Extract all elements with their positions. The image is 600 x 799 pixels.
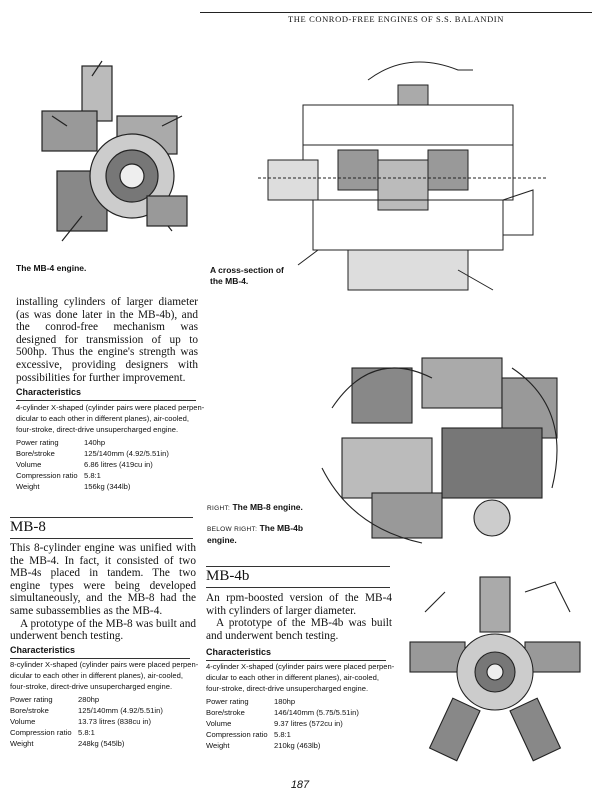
desc-line: dicular to each other in different plane… (10, 671, 183, 680)
mb8-body: This 8-cylinder engine was unified with … (10, 542, 196, 643)
desc-line: dicular to each other in different plane… (16, 414, 189, 423)
spec-row: Weight 248kg (545lb) (10, 738, 163, 749)
mb8-characteristics-title: Characteristics (10, 645, 76, 655)
spec-key: Compression ratio (10, 728, 72, 737)
desc-line: 4-cylinder X-shaped (cylinder pairs were… (16, 403, 205, 412)
mb4b-caption: BELOW RIGHT: The MB-4b engine. (207, 523, 307, 546)
mb4b-caption-prefix: BELOW RIGHT: (207, 526, 258, 533)
spec-row: Volume 9.37 litres (572cu in) (206, 718, 359, 729)
running-header: THE CONROD-FREE ENGINES OF S.S. BALANDIN (288, 14, 504, 24)
mb8-characteristics-rule (10, 658, 190, 659)
spec-value: 125/140mm (4.92/5.51in) (78, 706, 163, 715)
mb4-characteristics-rule (16, 400, 196, 401)
spec-value: 210kg (463lb) (274, 741, 321, 750)
spec-key: Compression ratio (16, 471, 78, 480)
spec-value: 5.8:1 (78, 728, 95, 737)
desc-line: four-stroke, direct-drive unsupercharged… (10, 682, 173, 691)
spec-row: Weight 210kg (463lb) (206, 740, 359, 751)
spec-key: Weight (206, 741, 230, 750)
mb8-spec-table: Power rating 280hp Bore/stroke 125/140mm (… (10, 694, 163, 749)
mb8-caption: RIGHT: The MB-8 engine. (207, 502, 303, 514)
spec-value: 140hp (84, 438, 106, 447)
desc-line: dicular to each other in different plane… (206, 673, 379, 682)
mb4b-spec-table: Power rating 180hp Bore/stroke 146/140mm (… (206, 696, 359, 751)
spec-value: 5.8:1 (84, 471, 101, 480)
mb8-description: 8-cylinder X-shaped (cylinder pairs were… (10, 659, 205, 692)
mb4b-title-rule (206, 587, 390, 588)
spec-key: Compression ratio (206, 730, 268, 739)
spec-key: Power rating (10, 695, 53, 704)
spec-row: Bore/stroke 146/140mm (5.75/5.51in) (206, 707, 359, 718)
spec-value: 13.73 litres (838cu in) (78, 717, 152, 726)
mb8-title: MB-8 (10, 519, 46, 535)
intro-paragraph: installing cylinders of larger diameter … (16, 296, 198, 384)
mb8-caption-prefix: RIGHT: (207, 505, 231, 512)
spec-value: 180hp (274, 697, 296, 706)
spec-row: Volume 13.73 litres (838cu in) (10, 716, 163, 727)
mb8-title-rule (10, 538, 193, 539)
cross-section-image (258, 50, 548, 300)
mb4-caption: The MB-4 engine. (16, 263, 87, 273)
header-rule (200, 12, 592, 13)
mb4-characteristics-title: Characteristics (16, 387, 82, 397)
mb4b-paragraph: An rpm-boosted version of the MB-4 with … (206, 592, 392, 617)
spec-value: 146/140mm (5.75/5.51in) (274, 708, 359, 717)
spec-key: Power rating (16, 438, 59, 447)
spec-row: Weight 156kg (344lb) (16, 481, 169, 492)
spec-key: Volume (16, 460, 42, 469)
intro-text: installing cylinders of larger diameter … (16, 296, 198, 384)
spec-row: Power rating 280hp (10, 694, 163, 705)
mb8-engine-image (312, 348, 580, 550)
mb8-paragraph: A prototype of the MB-8 was built and un… (10, 617, 196, 643)
spec-value: 280hp (78, 695, 100, 704)
spec-key: Bore/stroke (10, 706, 49, 715)
page-number: 187 (290, 779, 310, 791)
mb8-paragraph: This 8-cylinder engine was unified with … (10, 542, 196, 617)
desc-line: four-stroke, direct-drive unsupercharged… (16, 425, 179, 434)
spec-key: Weight (10, 739, 34, 748)
mb4b-caption-text: The MB-4b engine. (207, 523, 304, 545)
mb4b-paragraph: A prototype of the MB-4b was built and u… (206, 617, 392, 642)
spec-value: 248kg (545lb) (78, 739, 125, 748)
spec-key: Volume (10, 717, 36, 726)
spec-value: 156kg (344lb) (84, 482, 131, 491)
mb4b-body: An rpm-boosted version of the MB-4 with … (206, 592, 392, 642)
spec-row: Volume 6.86 litres (419cu in) (16, 459, 169, 470)
mb4-spec-table: Power rating 140hp Bore/stroke 125/140mm (… (16, 437, 169, 492)
desc-line: 8-cylinder X-shaped (cylinder pairs were… (10, 660, 199, 669)
spec-key: Power rating (206, 697, 249, 706)
spec-key: Volume (206, 719, 232, 728)
mb4-engine-image (22, 56, 202, 252)
spec-value: 125/140mm (4.92/5.51in) (84, 449, 169, 458)
spec-row: Power rating 140hp (16, 437, 169, 448)
mb4b-characteristics-rule (206, 660, 386, 661)
spec-row: Compression ratio 5.8:1 (206, 729, 359, 740)
spec-key: Bore/stroke (16, 449, 55, 458)
spec-value: 5.8:1 (274, 730, 291, 739)
mb8-section-rule (10, 517, 193, 518)
mb8-caption-text: The MB-8 engine. (232, 502, 303, 512)
spec-row: Bore/stroke 125/140mm (4.92/5.51in) (10, 705, 163, 716)
mb4b-description: 4-cylinder X-shaped (cylinder pairs were… (206, 661, 401, 694)
mb4-description: 4-cylinder X-shaped (cylinder pairs were… (16, 402, 206, 435)
mb4b-engine-image (405, 572, 585, 767)
desc-line: 4-cylinder X-shaped (cylinder pairs were… (206, 662, 395, 671)
spec-row: Bore/stroke 125/140mm (4.92/5.51in) (16, 448, 169, 459)
mb4b-title: MB-4b (206, 568, 250, 584)
spec-row: Compression ratio 5.8:1 (16, 470, 169, 481)
desc-line: four-stroke, direct-drive unsupercharged… (206, 684, 369, 693)
spec-value: 6.86 litres (419cu in) (84, 460, 153, 469)
spec-value: 9.37 litres (572cu in) (274, 719, 343, 728)
spec-key: Bore/stroke (206, 708, 245, 717)
mb4b-characteristics-title: Characteristics (206, 647, 272, 657)
mb4b-section-rule (206, 566, 390, 567)
spec-row: Power rating 180hp (206, 696, 359, 707)
spec-key: Weight (16, 482, 40, 491)
cross-section-caption: A cross-section of the MB-4. (210, 265, 284, 286)
spec-row: Compression ratio 5.8:1 (10, 727, 163, 738)
